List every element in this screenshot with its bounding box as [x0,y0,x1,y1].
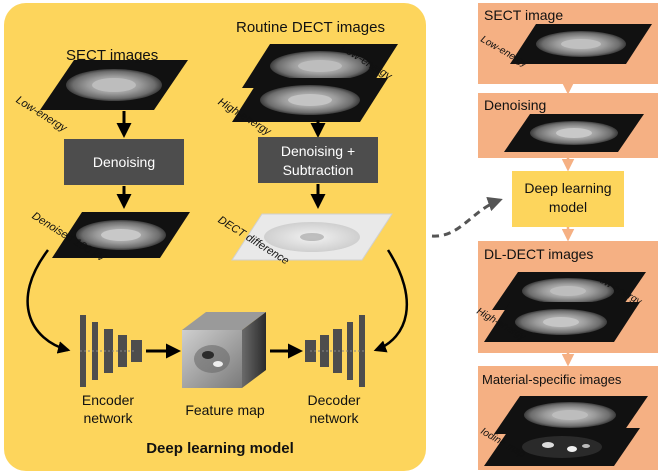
curved-arrow-to-encoder [26,249,71,354]
encoder-label-line2: network [83,410,133,426]
denoising-subtraction-line1: Denoising + [280,143,356,159]
denoising-subtraction-line2: Subtraction [282,162,354,178]
dl-model-box [512,171,624,227]
decoder-label-line2: network [309,410,359,426]
right-dl-dect-title: DL-DECT images [484,246,594,262]
deep-learning-model-title: Deep learning model [146,440,294,457]
encoder-label-line1: Encoder [81,392,135,408]
right-sect-slice [510,24,652,64]
right-denoising-title: Denoising [484,97,547,113]
sect-ct-slice [40,60,188,110]
material-specific-slices [484,396,648,466]
dect-low-energy-slice [242,44,398,88]
encoder-network [80,315,142,387]
dect-difference-slice [231,213,393,261]
curved-arrow-to-decoder [373,249,409,353]
decoder-network [305,315,365,387]
denoising-subtraction-box [258,137,378,183]
denoised-ct-slice [52,212,190,258]
right-dl-model-line1: Deep learning [524,180,612,196]
right-dl-model-line2: model [548,199,588,215]
dect-high-energy-slice [232,78,388,122]
right-denoised-slice [504,114,644,152]
dl-dect-slices [484,272,646,342]
denoising-box [64,139,184,185]
right-sect-image-title: SECT image [484,7,564,23]
routine-dect-title: Routine DECT images [236,19,385,36]
dashed-connector [431,196,503,238]
feature-map-cuboid [182,312,266,388]
denoising-box-label: Denoising [92,154,156,170]
decoder-label-line1: Decoder [307,392,361,408]
sect-images-title: SECT images [66,47,159,64]
right-material-title: Material-specific images [482,372,622,387]
feature-map-label: Feature map [185,402,265,418]
